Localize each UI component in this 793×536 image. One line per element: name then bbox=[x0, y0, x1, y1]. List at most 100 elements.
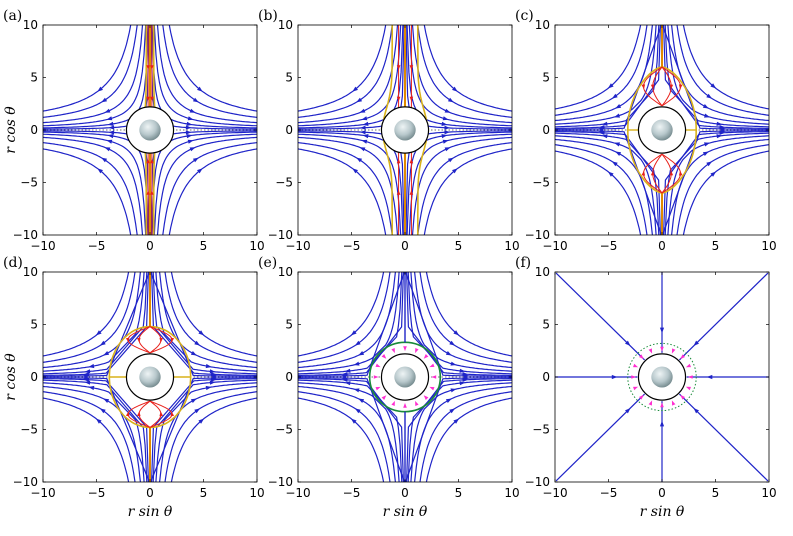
outer-streamline bbox=[151, 272, 257, 376]
outer-streamline bbox=[298, 136, 399, 235]
y-tick-label: 5 bbox=[30, 318, 38, 332]
outer-arrow bbox=[719, 130, 726, 135]
y-tick-label: −5 bbox=[20, 176, 38, 190]
outer-arrow bbox=[186, 121, 193, 126]
y-tick-label: 0 bbox=[285, 370, 293, 384]
outer-streamline bbox=[298, 272, 400, 372]
outer-arrow bbox=[611, 93, 618, 99]
outer-arrow bbox=[358, 351, 365, 356]
radial-arrow bbox=[625, 408, 631, 414]
outer-streamline bbox=[298, 272, 404, 376]
outer-streamline bbox=[43, 25, 149, 129]
outer-streamline bbox=[425, 397, 512, 482]
outer-streamline bbox=[43, 397, 130, 482]
outer-streamline bbox=[676, 144, 769, 235]
outer-streamline bbox=[156, 25, 257, 124]
outer-streamline bbox=[406, 25, 512, 129]
outer-arrow bbox=[354, 340, 361, 346]
outer-streamline bbox=[419, 391, 512, 482]
outer-arrow bbox=[614, 142, 620, 147]
outer-streamline bbox=[405, 377, 512, 482]
x-tick-label: −10 bbox=[542, 486, 567, 500]
outer-streamline bbox=[155, 382, 257, 482]
outer-arrow bbox=[601, 134, 608, 139]
outer-streamline bbox=[406, 272, 512, 376]
outer-arrow bbox=[444, 130, 450, 135]
inner-arrow bbox=[375, 386, 381, 391]
inner-arrow bbox=[125, 337, 130, 343]
inner-arrow bbox=[669, 84, 674, 90]
y-tick-label: −5 bbox=[532, 423, 550, 437]
outer-streamline bbox=[406, 131, 512, 235]
outer-arrow bbox=[716, 134, 723, 139]
outer-streamline bbox=[151, 25, 257, 129]
outer-arrow bbox=[97, 86, 103, 92]
sphere bbox=[651, 119, 673, 141]
outer-streamline bbox=[407, 272, 512, 375]
y-tick-label: −10 bbox=[13, 475, 38, 489]
x-tick-label: 10 bbox=[504, 239, 519, 253]
outer-streamline bbox=[298, 25, 404, 129]
x-tick-label: −10 bbox=[285, 486, 310, 500]
outer-streamline bbox=[664, 25, 769, 128]
outer-streamline bbox=[298, 130, 405, 235]
inner-arrow bbox=[159, 411, 163, 417]
inner-arrow bbox=[396, 96, 401, 102]
radial-arrow bbox=[693, 408, 699, 414]
outer-arrow bbox=[99, 408, 106, 414]
outer-streamline bbox=[555, 130, 662, 235]
outer-arrow bbox=[350, 330, 357, 336]
inner-arrow bbox=[146, 96, 150, 102]
y-tick-label: 5 bbox=[285, 71, 293, 85]
outer-streamline bbox=[555, 25, 653, 122]
outer-arrow bbox=[444, 108, 451, 113]
y-tick-label: −10 bbox=[268, 228, 293, 242]
outer-arrow bbox=[459, 381, 466, 386]
outer-streamline bbox=[667, 135, 769, 235]
outer-arrow bbox=[194, 340, 201, 346]
outer-streamline bbox=[298, 25, 402, 127]
outer-streamline bbox=[298, 272, 403, 375]
outer-arrow bbox=[710, 83, 717, 89]
outer-arrow bbox=[449, 340, 456, 346]
panel-content bbox=[43, 272, 257, 482]
inner-arrow bbox=[671, 400, 676, 406]
inner-arrow bbox=[381, 354, 387, 359]
outer-streamline bbox=[152, 272, 257, 375]
inner-arrow bbox=[669, 170, 674, 176]
x-tick-label: 10 bbox=[761, 239, 776, 253]
x-tick-label: 5 bbox=[712, 239, 720, 253]
outer-arrow bbox=[447, 157, 454, 163]
outer-arrow bbox=[84, 380, 91, 385]
inner-arrow bbox=[396, 158, 401, 164]
inner-arrow bbox=[423, 395, 429, 400]
outer-arrow bbox=[445, 398, 452, 403]
y-tick-label: 10 bbox=[23, 18, 38, 32]
outer-streamline bbox=[671, 25, 769, 122]
outer-streamline bbox=[43, 25, 144, 124]
outer-arrow bbox=[452, 168, 458, 174]
outer-streamline bbox=[162, 25, 257, 118]
outer-arrow bbox=[358, 398, 365, 403]
inner-arrow bbox=[409, 190, 414, 195]
outer-arrow bbox=[104, 147, 111, 152]
outer-streamline bbox=[298, 133, 402, 235]
outer-streamline bbox=[43, 391, 136, 482]
outer-streamline bbox=[298, 142, 393, 235]
outer-arrow bbox=[101, 97, 108, 103]
inner-arrow bbox=[150, 65, 154, 70]
outer-streamline bbox=[150, 272, 257, 377]
x-tick-label: −10 bbox=[542, 239, 567, 253]
outer-streamline bbox=[151, 378, 257, 482]
outer-arrow bbox=[185, 130, 192, 135]
outer-arrow bbox=[601, 121, 608, 126]
outer-arrow bbox=[106, 139, 113, 144]
outer-streamline bbox=[164, 272, 257, 363]
outer-arrow bbox=[441, 121, 448, 126]
inner-arrow bbox=[150, 158, 154, 164]
outer-arrow bbox=[190, 351, 197, 356]
outer-arrow bbox=[194, 408, 201, 414]
inner-arrow bbox=[146, 158, 150, 164]
